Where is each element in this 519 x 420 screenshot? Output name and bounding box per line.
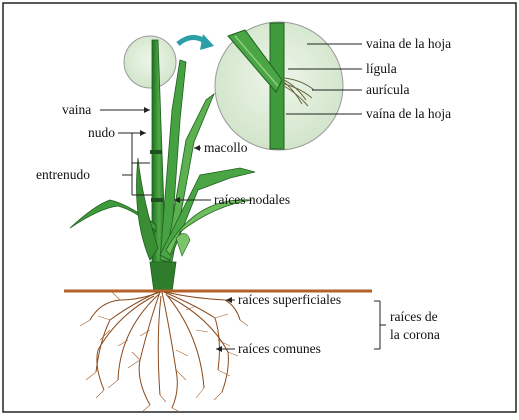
zoom-arrowhead-icon (200, 34, 214, 50)
label-raices-nodales: raíces nodales (214, 193, 290, 207)
label-vaina-hoja-top: vaina de la hoja (366, 37, 451, 51)
plant-crown (150, 262, 176, 292)
root-hairs (80, 292, 248, 412)
stem-node-2 (151, 198, 163, 202)
label-raices-superficiales: raíces superficiales (238, 293, 341, 307)
label-entrenudo: entrenudo (36, 168, 90, 182)
zoom-source-circle (124, 36, 176, 88)
leaf-small-base (176, 233, 190, 256)
label-nudo: nudo (88, 126, 115, 140)
stem-node-1 (150, 150, 162, 154)
label-macollo: macollo (204, 141, 248, 155)
root-system (90, 292, 240, 408)
label-raices-corona-2: la corona (390, 328, 440, 342)
label-raices-corona-1: raíces de (390, 310, 438, 324)
label-auricula: aurícula (366, 83, 409, 97)
label-ligula: lígula (366, 62, 397, 76)
label-vaina-hoja-bottom: vaína de la hoja (366, 107, 451, 121)
label-vaina: vaina (62, 103, 91, 117)
label-raices-comunes: raíces comunes (238, 342, 321, 356)
